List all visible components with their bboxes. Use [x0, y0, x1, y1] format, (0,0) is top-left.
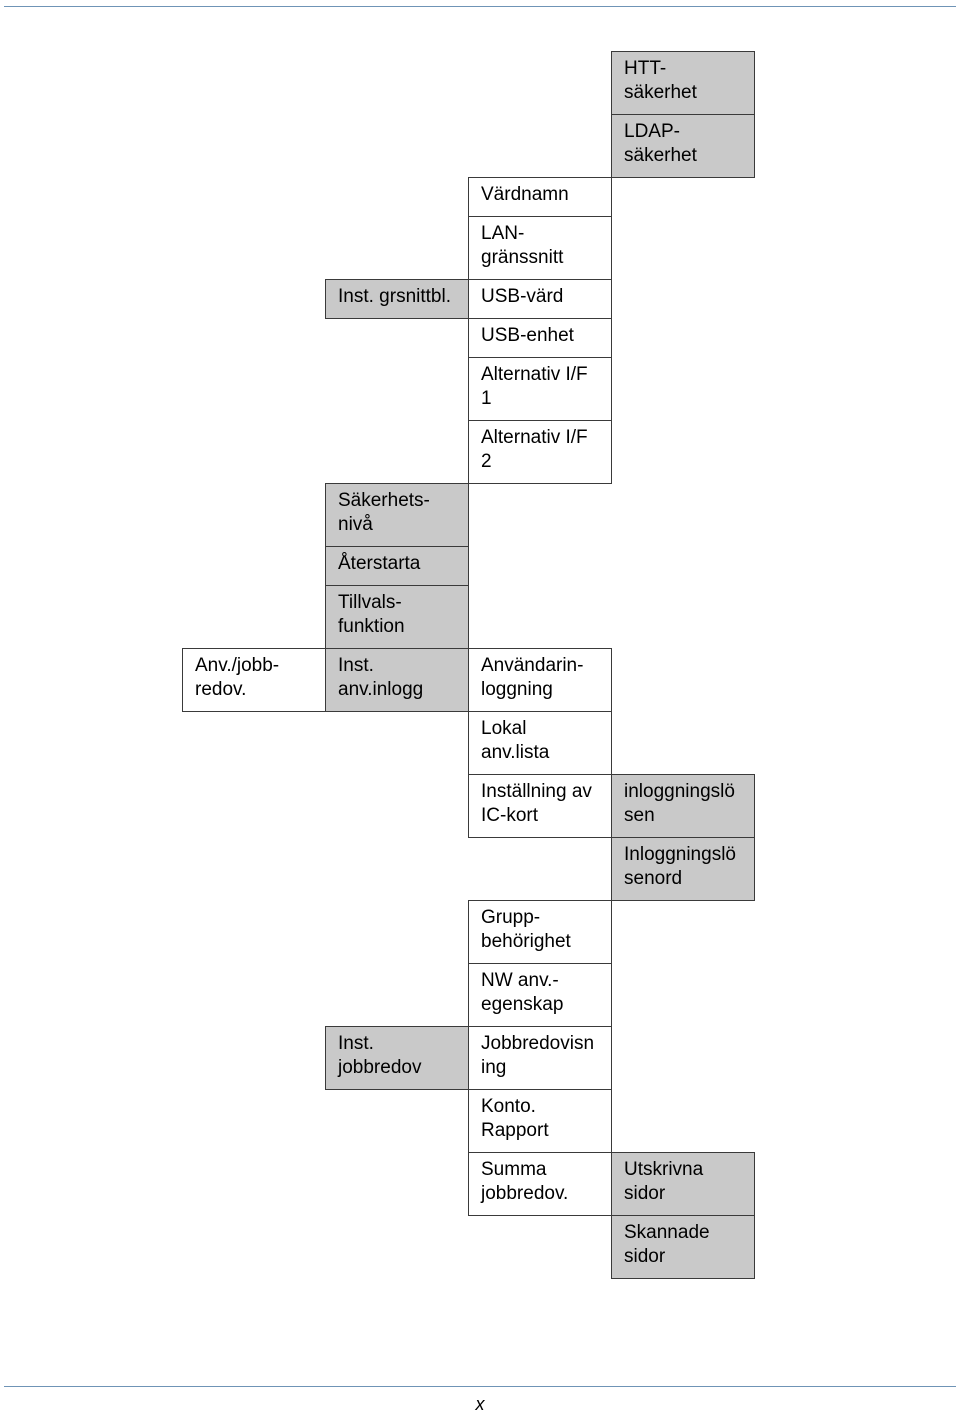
node-summa-jobbredov: Summa jobbredov. [468, 1152, 612, 1216]
node-usb-vard: USB-värd [468, 279, 612, 319]
node-sakerhetsniva: Säkerhets- nivå [325, 483, 469, 547]
node-lan-granssnitt: LAN- gränssnitt [468, 216, 612, 280]
node-htt-sakerhet: HTT- säkerhet [611, 51, 755, 115]
node-alternativ-if-2: Alternativ I/F 2 [468, 420, 612, 484]
node-gruppbehorighet: Grupp- behörighet [468, 900, 612, 964]
node-jobbredovisning: Jobbredovisn ing [468, 1026, 612, 1090]
node-inst-anv-inlogg: Inst. anv.inlogg [325, 648, 469, 712]
node-inloggningslosenord: Inloggningslö senord [611, 837, 755, 901]
node-lokal-anv-lista: Lokal anv.lista [468, 711, 612, 775]
node-inst-jobbredov: Inst. jobbredov [325, 1026, 469, 1090]
node-utskrivna-sidor: Utskrivna sidor [611, 1152, 755, 1216]
node-aterstarta: Återstarta [325, 546, 469, 586]
node-alternativ-if-1: Alternativ I/F 1 [468, 357, 612, 421]
node-anvandarinloggning: Användarin- loggning [468, 648, 612, 712]
node-inloggningslosen: inloggningslö sen [611, 774, 755, 838]
node-konto-rapport: Konto. Rapport [468, 1089, 612, 1153]
node-inst-grsnittbl: Inst. grsnittbl. [325, 279, 469, 319]
node-installning-ic-kort: Inställning av IC-kort [468, 774, 612, 838]
node-skannade-sidor: Skannade sidor [611, 1215, 755, 1279]
node-usb-enhet: USB-enhet [468, 318, 612, 358]
top-rule [4, 6, 956, 7]
node-vardnamn: Värdnamn [468, 177, 612, 217]
bottom-rule [4, 1386, 956, 1387]
node-ldap-sakerhet: LDAP- säkerhet [611, 114, 755, 178]
node-nw-anv-egenskap: NW anv.- egenskap [468, 963, 612, 1027]
page-number: x [475, 1394, 485, 1414]
node-tillvalsfunktion: Tillvals- funktion [325, 585, 469, 649]
node-anv-jobbredov: Anv./jobb- redov. [182, 648, 326, 712]
